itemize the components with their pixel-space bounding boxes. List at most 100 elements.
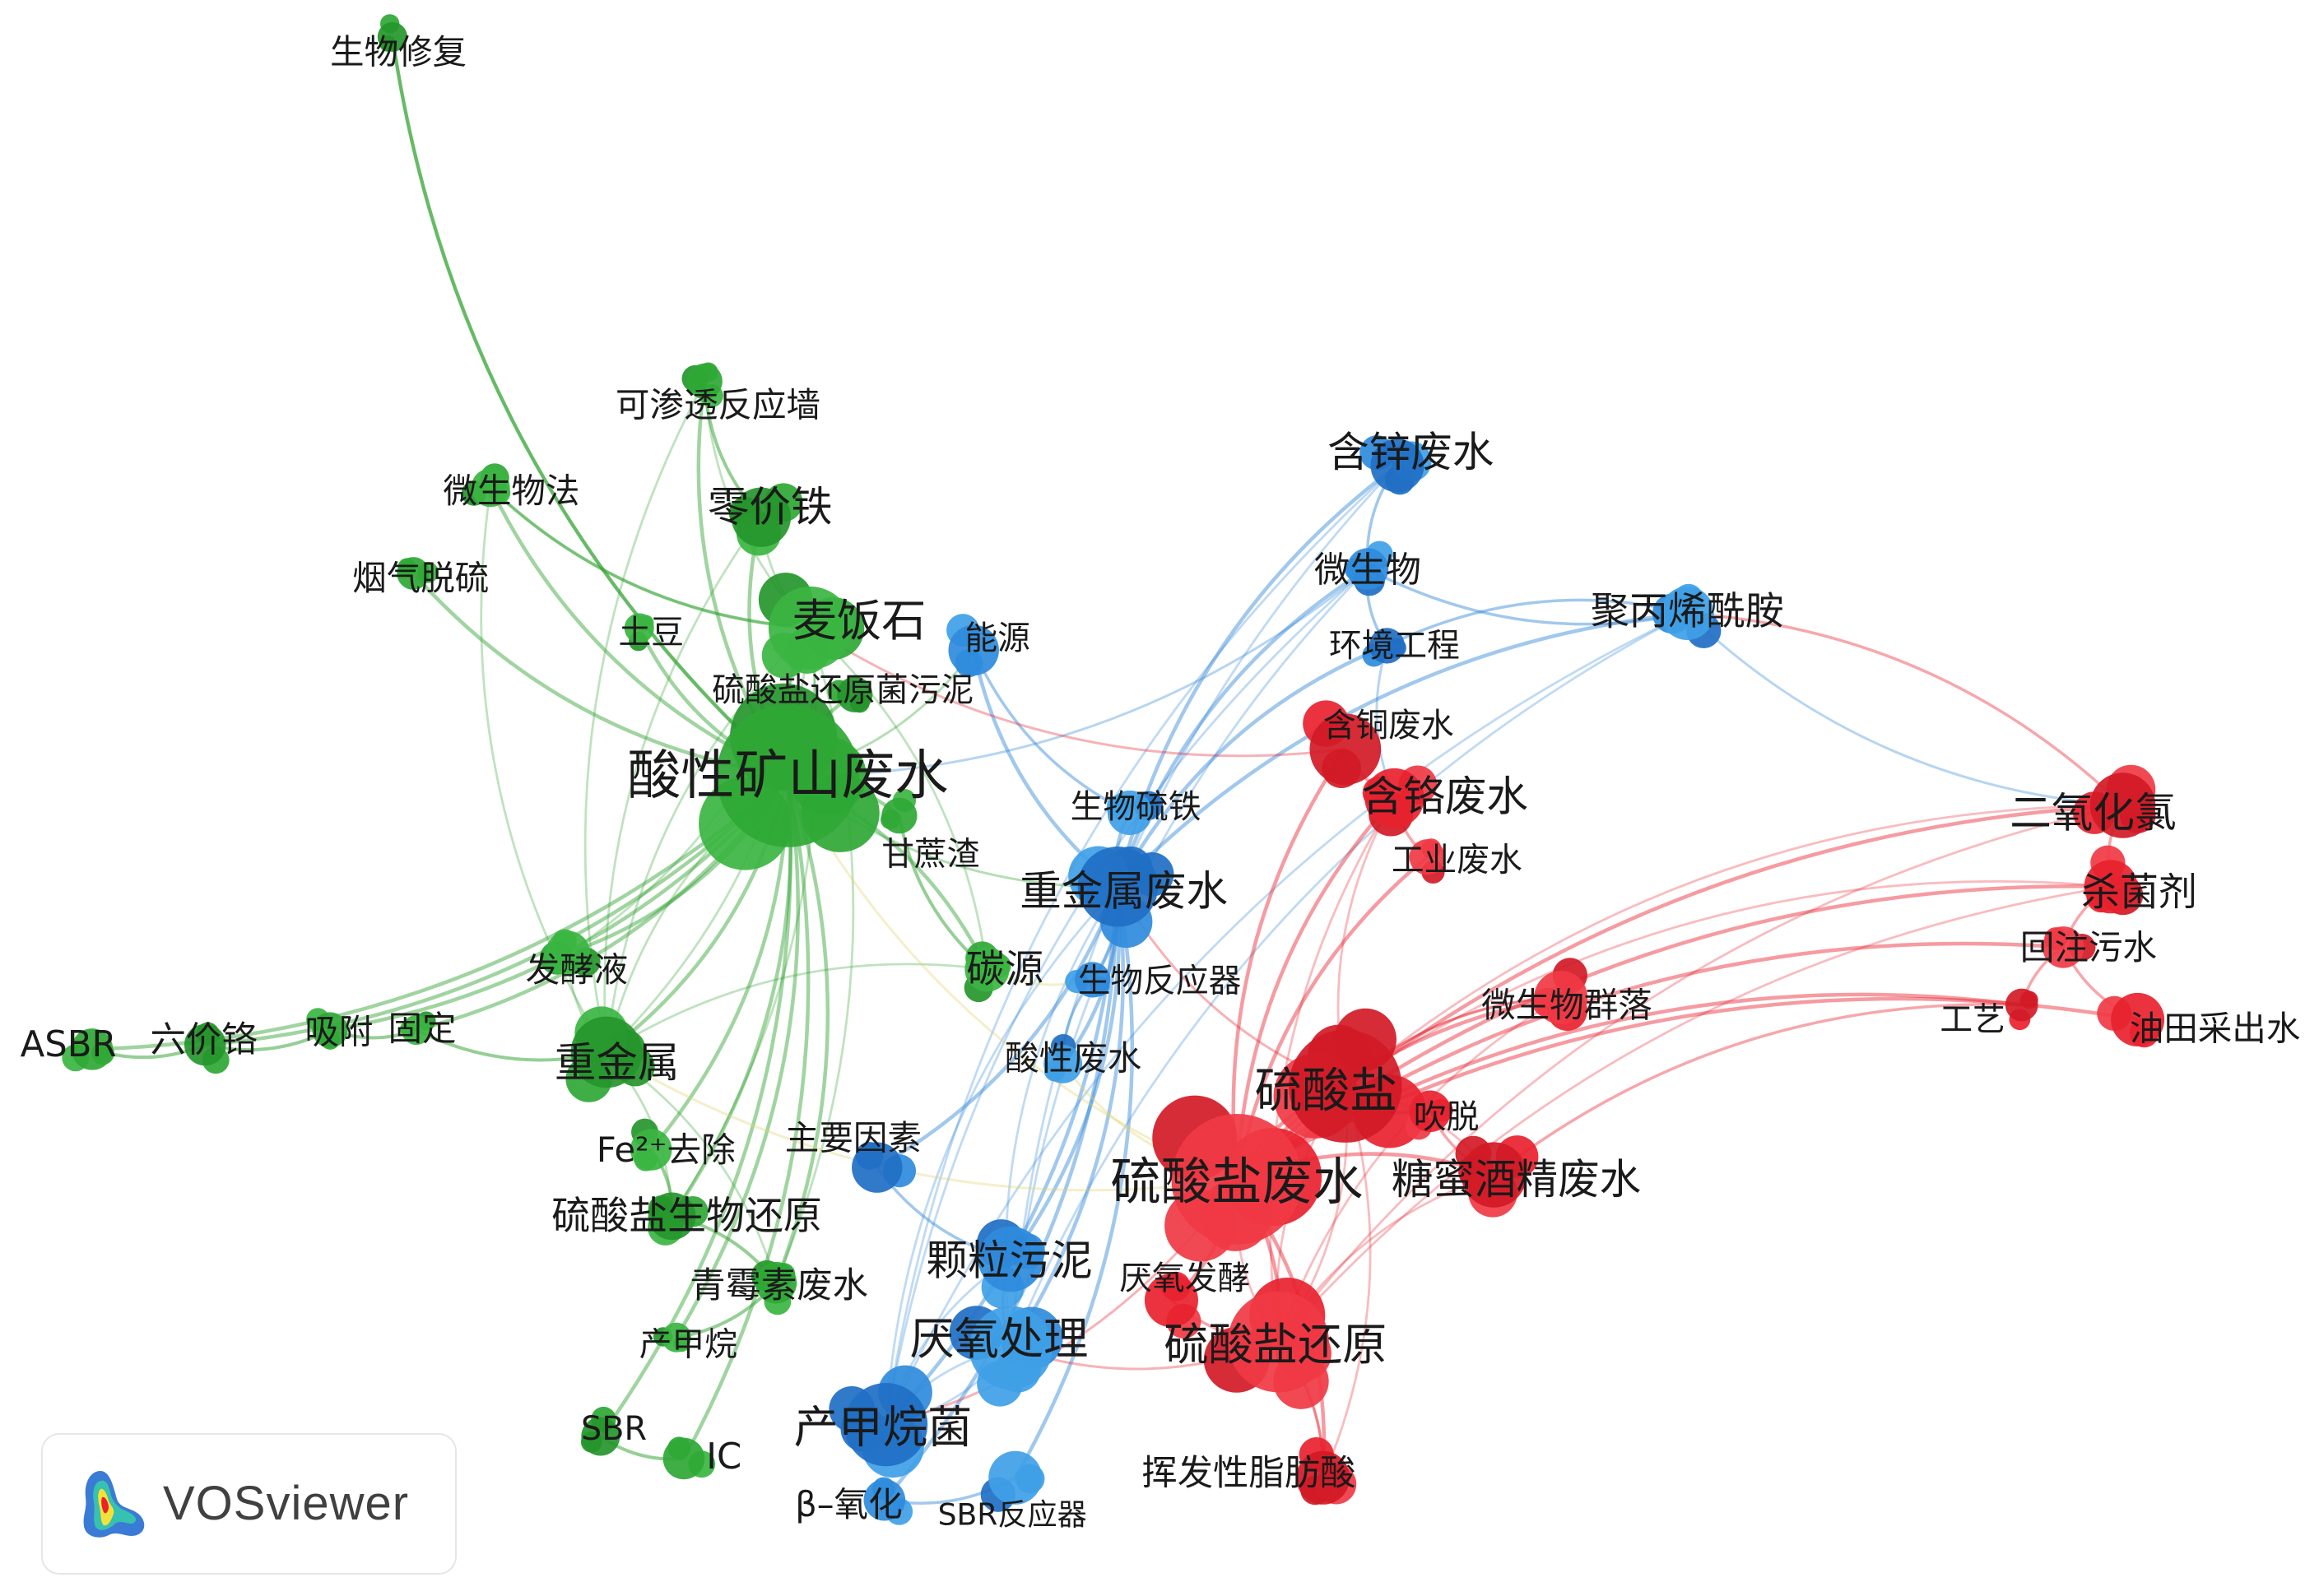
n44-node[interactable] [2042,926,2084,968]
node-label[interactable]: 生物反应器 [1078,963,1242,1000]
n49-node[interactable] [1409,1090,1452,1133]
n53-node[interactable] [1228,1291,1329,1393]
node-label[interactable]: 能源 [964,619,1029,657]
node-label[interactable]: 颗粒污泥 [926,1236,1092,1285]
node-label[interactable]: SBR [581,1410,647,1448]
node-label[interactable]: 吹脱 [1414,1098,1479,1136]
n34-node[interactable] [978,1226,1044,1292]
n36-node[interactable] [844,1383,928,1467]
node-label[interactable]: 微生物 [1314,550,1421,591]
n5-node[interactable] [471,468,510,508]
n22-node[interactable] [662,1437,705,1480]
node-label[interactable]: 六价铬 [150,1020,257,1061]
node-label[interactable]: 甘蔗渣 [881,835,979,873]
node-label[interactable]: 环境工程 [1329,627,1460,665]
n41-node[interactable] [1409,839,1445,875]
n26-node[interactable] [1660,586,1714,640]
node-label[interactable]: 生物修复 [330,31,467,72]
n19-node[interactable] [755,1261,797,1304]
n15-node[interactable] [184,1023,226,1066]
node-label[interactable]: 重金属 [555,1038,680,1087]
node-label[interactable]: 生物硫铁 [1071,788,1201,826]
n42-node[interactable] [2089,772,2156,838]
n7-node[interactable] [397,557,430,590]
node-label[interactable]: IC [706,1436,741,1478]
n16-node[interactable] [71,1028,114,1070]
n11-node[interactable] [545,930,591,976]
node-label[interactable]: 硫酸盐还原 [1164,1319,1387,1371]
node-label[interactable]: 含锌废水 [1327,428,1494,476]
node-label[interactable]: 固定 [388,1009,456,1049]
n54-node[interactable] [1296,1450,1350,1505]
node-label[interactable]: 酸性废水 [1005,1038,1141,1079]
node-label[interactable]: 产甲烷 [639,1326,737,1364]
node-label[interactable]: 含铬废水 [1362,772,1528,821]
node-label[interactable]: β–氧化 [795,1484,902,1524]
n4-node[interactable] [686,363,723,400]
node-label[interactable]: 青霉素废水 [690,1265,868,1306]
n52-node[interactable] [1144,1274,1198,1328]
node-label[interactable]: 产甲烷菌 [794,1402,973,1454]
node-label[interactable]: 微生物群落 [1481,985,1652,1025]
n39-node[interactable] [1309,713,1382,786]
node-label[interactable]: 厌氧处理 [910,1313,1089,1365]
n1-node[interactable] [716,704,860,847]
n37-node[interactable] [863,1478,906,1521]
node-label[interactable]: 杀菌剂 [2081,870,2197,915]
n48-node[interactable] [1289,1029,1402,1143]
node-label[interactable]: 硫酸盐生物还原 [551,1194,822,1239]
node-label[interactable]: SBR反应器 [938,1497,1087,1533]
node-label[interactable]: 麦饭石 [792,595,927,647]
node-label[interactable]: 硫酸盐废水 [1110,1153,1363,1212]
n21-node[interactable] [581,1417,620,1456]
n31-node[interactable] [1075,962,1111,998]
n8-node[interactable] [624,613,654,643]
node-label[interactable]: 酸性矿山废水 [627,745,948,807]
n25-node[interactable] [1346,548,1389,590]
n6-node[interactable] [377,21,407,52]
node-label[interactable]: 主要因素 [785,1118,922,1158]
node-label[interactable]: 工艺 [1940,1000,2005,1038]
n14-node[interactable] [401,1014,431,1046]
node-label[interactable]: 零价铁 [708,483,833,531]
node-label[interactable]: 微生物法 [443,471,579,511]
node-label[interactable]: 厌氧发酵 [1119,1260,1250,1297]
n32-node[interactable] [1043,1044,1083,1083]
n10-node[interactable] [881,797,918,834]
n17-node[interactable] [630,1129,672,1171]
n50-node[interactable] [1171,1113,1303,1245]
n35-node[interactable] [969,1306,1053,1390]
n13-node[interactable] [312,1012,348,1048]
n9-node[interactable] [837,676,873,712]
n23-node[interactable] [964,947,1010,992]
n20-node[interactable] [661,1322,691,1352]
n3-node[interactable] [731,487,792,547]
n2-node[interactable] [768,586,853,670]
n45-node[interactable] [2005,988,2038,1022]
n51-node[interactable] [1461,1142,1527,1208]
node-label[interactable]: 工业废水 [1392,841,1522,879]
n43-node[interactable] [2084,860,2138,914]
node-label[interactable]: 发酵液 [526,949,629,990]
node-label[interactable]: 可渗透反应墙 [616,385,820,425]
node-label[interactable]: 碳源 [966,947,1043,992]
n24-node[interactable] [1370,438,1424,493]
node-label[interactable]: 硫酸盐还原菌污泥 [712,671,974,709]
node-label[interactable]: 回注污水 [2020,927,2157,967]
n18-node[interactable] [648,1192,696,1241]
node-label[interactable]: ASBR [21,1024,117,1065]
n38-node[interactable] [988,1450,1043,1505]
node-label[interactable]: 硫酸盐 [1255,1063,1397,1119]
n12-node[interactable] [570,1016,643,1088]
n30-node[interactable] [1077,847,1159,927]
node-label[interactable]: 吸附 [304,1011,373,1051]
node-label[interactable]: 烟气脱硫 [352,558,489,598]
n47-node[interactable] [1534,970,1588,1025]
node-label[interactable]: Fe²⁺去除 [597,1130,736,1170]
n33-node[interactable] [852,1142,903,1193]
node-label[interactable]: 二氧化氯 [2010,788,2176,837]
node-label[interactable]: 油田采出水 [2130,1009,2301,1049]
node-label[interactable]: 糖蜜酒精废水 [1392,1155,1641,1204]
node-label[interactable]: 聚丙烯酰胺 [1591,589,1784,634]
n27-node[interactable] [1369,628,1406,664]
